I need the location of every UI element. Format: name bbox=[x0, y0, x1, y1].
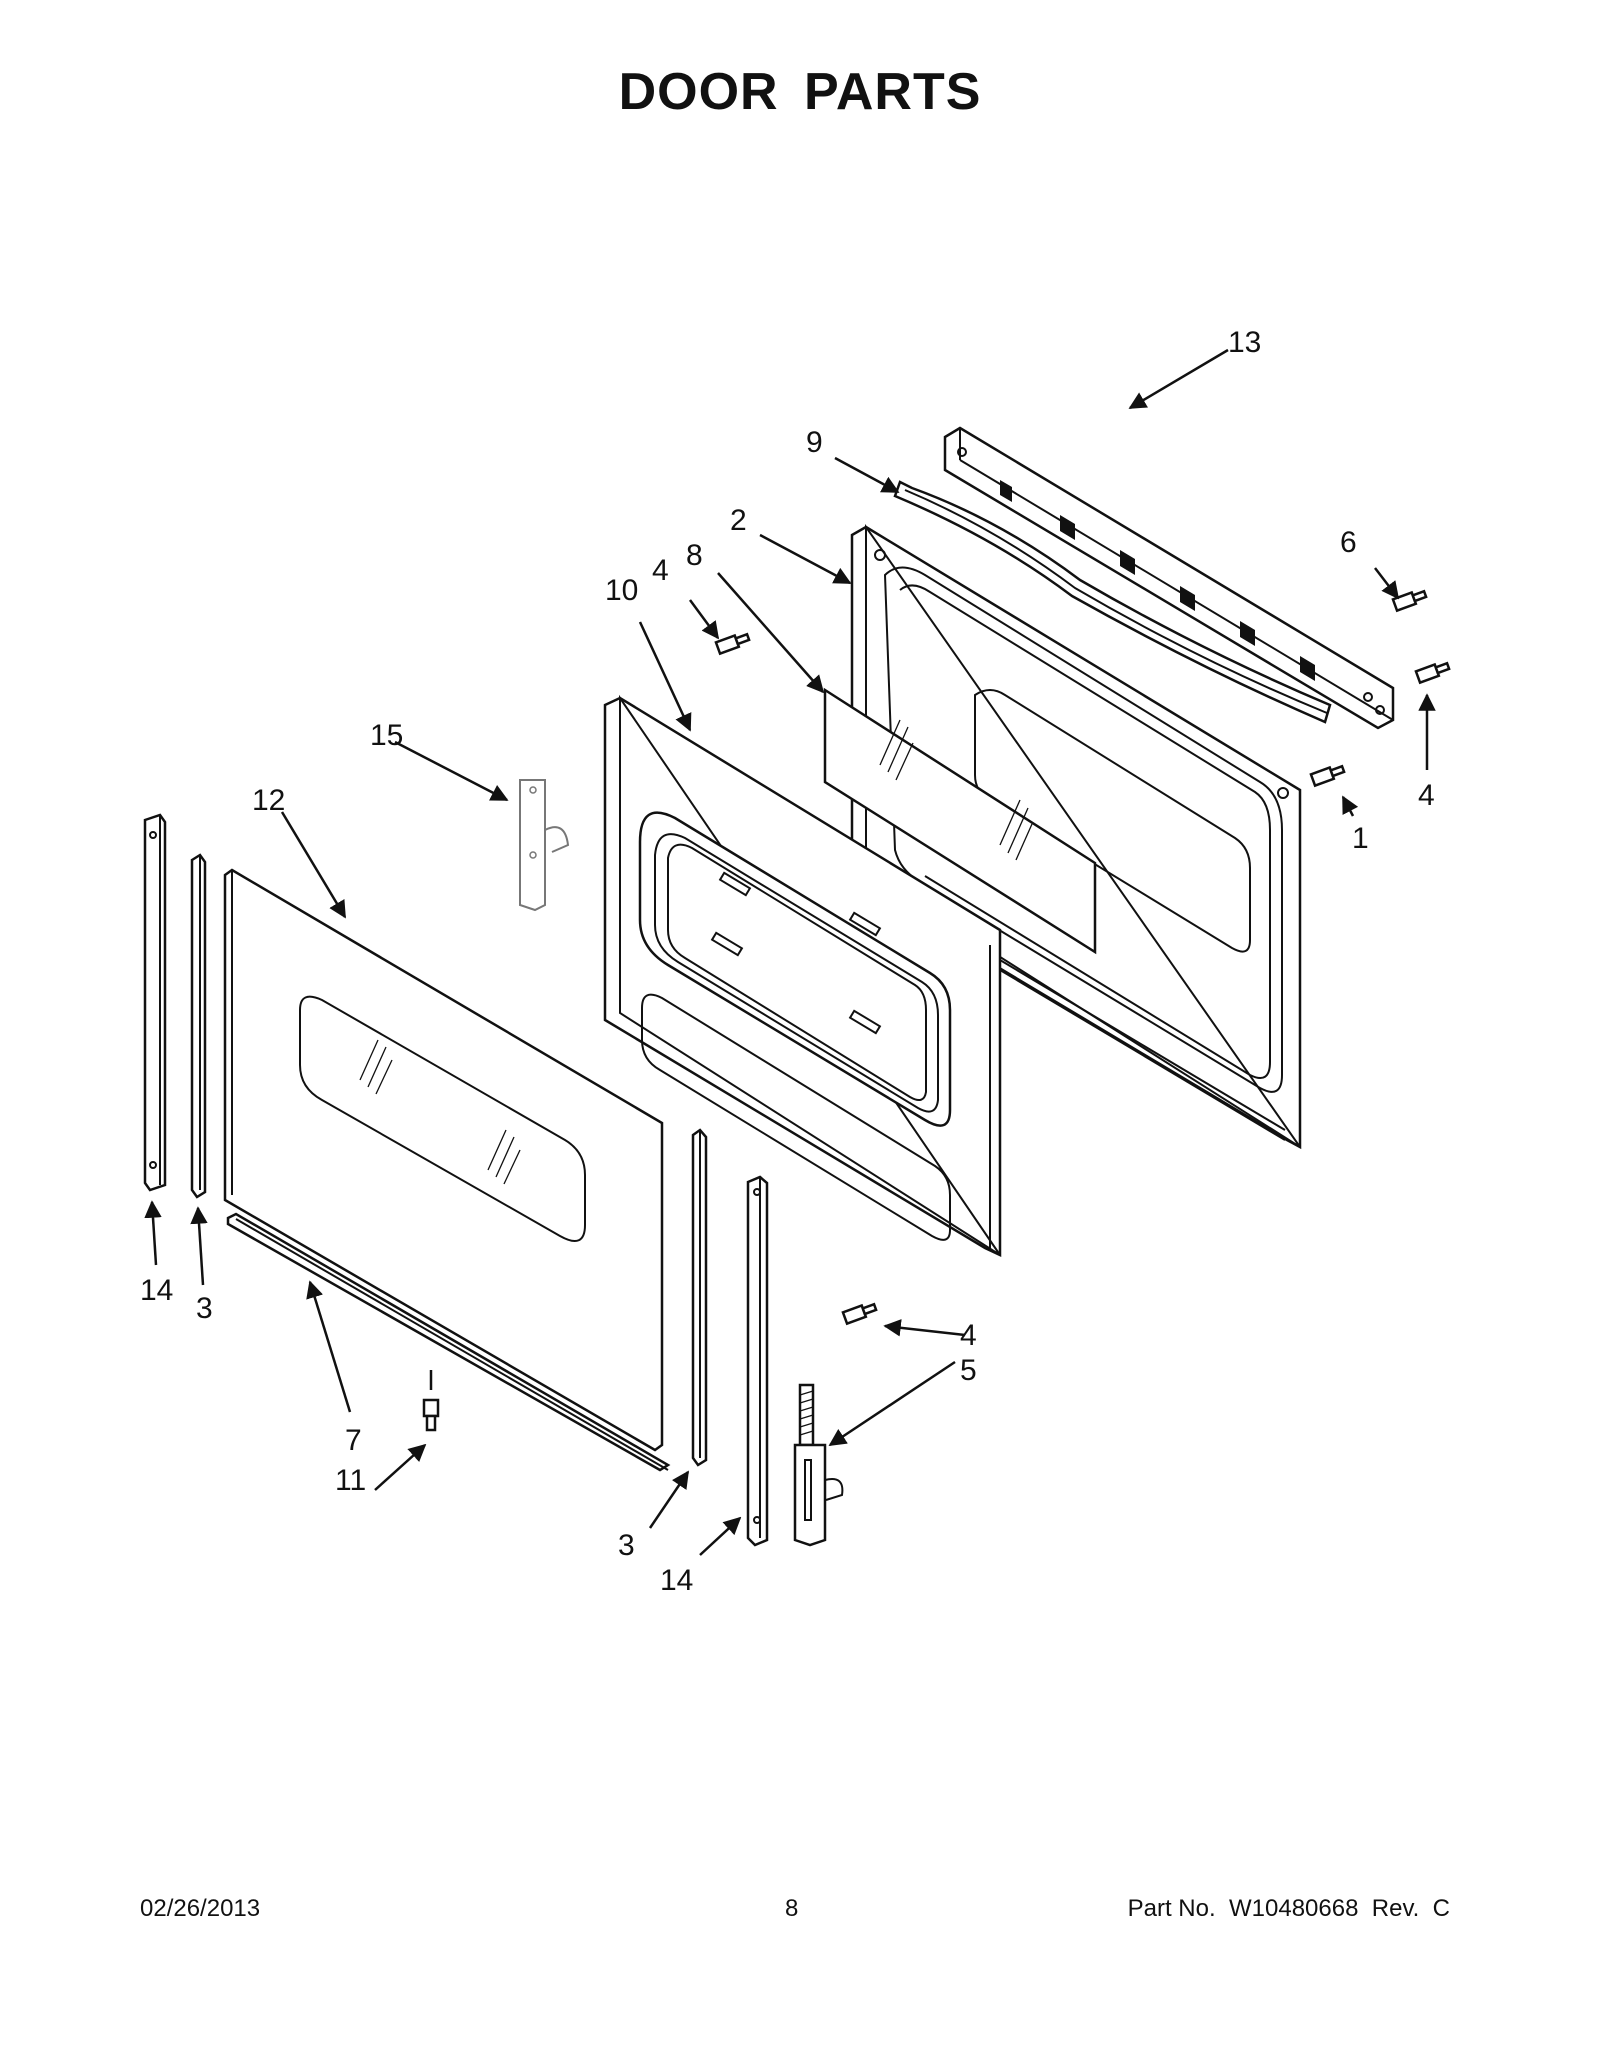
callout-12: 12 bbox=[252, 784, 285, 817]
callout-3-left: 3 bbox=[196, 1292, 213, 1325]
callout-9: 9 bbox=[806, 426, 823, 459]
callout-1: 1 bbox=[1352, 822, 1369, 855]
door-latch-15 bbox=[519, 779, 570, 912]
screw-4-lower bbox=[841, 1302, 878, 1326]
callout-8: 8 bbox=[686, 539, 703, 572]
callout-11: 11 bbox=[335, 1464, 366, 1497]
page-title: DOOR PARTS bbox=[618, 63, 982, 121]
callout-7: 7 bbox=[345, 1424, 362, 1457]
screw-1 bbox=[1309, 764, 1346, 788]
door-handle-9 bbox=[893, 480, 1332, 724]
callout-14-right: 14 bbox=[660, 1564, 693, 1597]
callout-14-left: 14 bbox=[140, 1274, 173, 1307]
screw-11 bbox=[422, 1370, 440, 1432]
callout-2: 2 bbox=[730, 504, 747, 537]
hinge-channel-14-right bbox=[746, 1175, 769, 1547]
screw-6 bbox=[1391, 589, 1428, 613]
footer-date: 02/26/2013 bbox=[140, 1895, 261, 1922]
callout-10: 10 bbox=[605, 574, 638, 607]
hinge-channel-14-left bbox=[143, 813, 167, 1192]
door-liner-10 bbox=[603, 694, 1002, 1257]
callout-3-right: 3 bbox=[618, 1529, 635, 1562]
vent-slots bbox=[1000, 480, 1315, 681]
door-hinge-5 bbox=[793, 1383, 844, 1547]
bottom-trim-7 bbox=[226, 1212, 671, 1472]
side-trim-3-right bbox=[691, 1128, 708, 1467]
callout-5: 5 bbox=[960, 1354, 977, 1387]
side-trim-3-left bbox=[190, 853, 207, 1199]
callout-4-upper: 4 bbox=[652, 554, 669, 587]
callout-4-lower: 4 bbox=[960, 1319, 977, 1352]
inner-glass-8 bbox=[823, 687, 1097, 955]
callout-15: 15 bbox=[370, 719, 403, 752]
callout-6: 6 bbox=[1340, 526, 1357, 559]
footer-part-number: Part No. W10480668 Rev. C bbox=[1127, 1895, 1450, 1922]
footer-page-number: 8 bbox=[785, 1895, 799, 1922]
leader-lines bbox=[144, 348, 1436, 1556]
screw-4-upper bbox=[714, 632, 751, 656]
callout-labels: 9 13 2 6 10 4 8 15 12 4 1 14 3 4 5 7 11 … bbox=[140, 326, 1435, 1597]
outer-door-panel-12 bbox=[223, 868, 664, 1452]
callout-13: 13 bbox=[1228, 326, 1261, 359]
screw-4-right bbox=[1414, 661, 1451, 685]
callout-4-right: 4 bbox=[1418, 779, 1435, 812]
vent-trim-13 bbox=[943, 426, 1395, 730]
